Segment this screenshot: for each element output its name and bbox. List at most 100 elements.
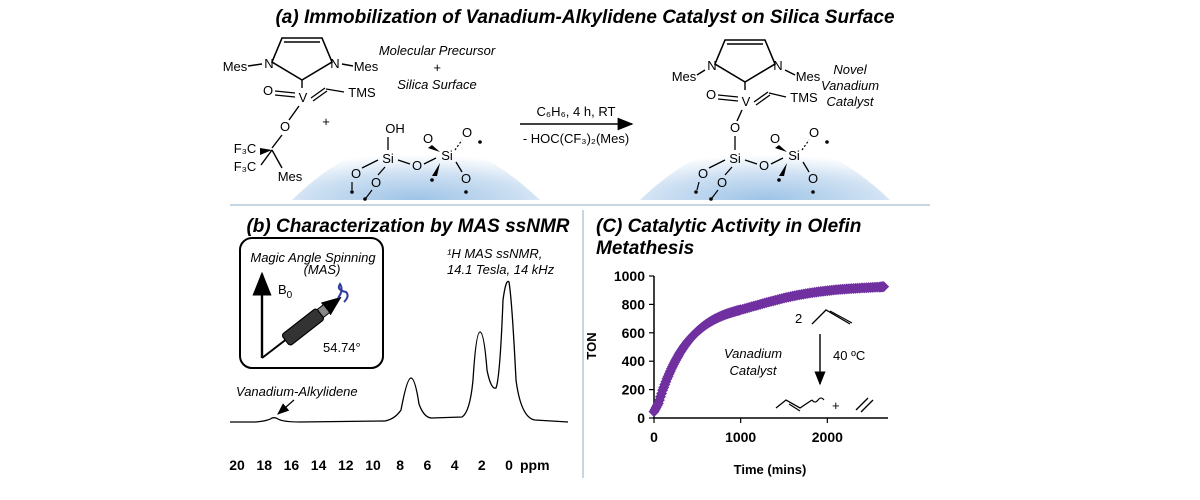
mes-left-label: Mes [223,59,248,74]
si-left-1: Si [382,151,394,166]
bond-n-mes-right [341,63,354,67]
nmr-tick-label: 12 [338,457,354,473]
bond-n-mes-right-right [784,69,796,76]
bond-si-bridge-r2 [770,157,784,165]
cf3-label-1: F₃C [234,141,257,156]
bond-si-o-2 [377,166,386,176]
bond-c-mes [271,149,283,169]
x-tick-label: 1000 [725,429,756,445]
mes-right-label-right: Mes [796,69,821,84]
bond-alkylidene-tms [325,88,345,93]
b0-label: B0 [278,282,293,301]
nhc-ring [270,37,334,81]
alkylidene-peak-arrow [277,399,295,415]
panel-c: (C) Catalytic Activity in Olefin Metathe… [584,216,890,477]
nmr-tick-label: 20 [229,457,245,473]
nmr-label-line1: ¹H MAS ssNMR, [447,246,542,261]
reactant-coefficient: 2 [795,311,802,326]
bond-si-o-r5 [802,161,810,173]
x-tick-label: 0 [650,429,658,445]
o-bridge-1: O [412,158,422,173]
si-right-1: Si [729,151,741,166]
o-left-4: O [462,125,472,140]
o-left-5: O [461,171,471,186]
o-left-1: O [351,166,361,181]
atom-v-right: V [742,94,751,109]
butene-icon [775,399,813,409]
silica-dome-right [640,140,890,200]
nmr-axis-unit: ppm [520,457,550,473]
si-left-2: Si [441,148,453,163]
metathesis-reaction-scheme: 2 40 ºC Vanadium Catalyst + [724,309,874,413]
y-tick-label: 1000 [614,268,645,284]
bond-mes-n-left [247,63,263,67]
bond-v-alkylidene-2 [312,90,328,102]
bond-si-bridge-r1 [744,159,758,165]
bond-o-c [271,134,283,149]
atom-n-left-right: N [707,58,716,73]
surface-dot-5 [464,190,468,194]
precursor-label-line1: Molecular Precursor [379,43,496,58]
product-plus-sign: + [832,398,840,413]
surface-dot-3 [430,178,434,182]
nmr-tick-label: 0 [505,457,513,473]
y-tick-label: 0 [637,410,645,426]
spin-icon [337,282,349,303]
catalyst-label-line1: Vanadium [724,346,782,361]
o-bridge-right: O [759,158,769,173]
bond-v-osurf [736,109,743,122]
atom-alkoxide-o: O [280,119,290,134]
atom-v: V [299,90,308,105]
bond-v-alkylidene-right-2 [755,94,771,106]
bond-si-bridge-2 [423,157,437,165]
bond-si-bridge-1 [397,159,411,165]
bond-c-cf3-2 [260,149,273,166]
panel-b: (b) Characterization by MAS ssNMR Magic … [229,216,570,473]
o-left-2: O [371,175,381,190]
magic-angle-label: 54.74° [323,340,361,355]
o-right-4: O [809,125,819,140]
nmr-tick-label: 16 [284,457,300,473]
tms-label: TMS [348,85,376,100]
surface-dot-r5 [811,190,815,194]
o-right-5: O [808,171,818,186]
panel-a: (a) Immobilization of Vanadium-Alkyliden… [223,7,895,201]
panel-b-title: (b) Characterization by MAS ssNMR [246,216,569,237]
o-right-2: O [717,175,727,190]
ethylene-second-bond [860,399,874,413]
nmr-tick-label: 10 [365,457,381,473]
atom-n-right-right: N [773,58,782,73]
product-label-line2: Vanadium [821,78,879,93]
butene-wavy-bond [811,397,825,403]
nmr-tick-label: 4 [451,457,459,473]
propene-icon [811,309,851,325]
si-right-2: Si [788,148,800,163]
wedge-si-o-top-right [775,145,787,152]
atom-n-right: N [330,56,339,71]
mes-right-label: Mes [354,59,379,74]
atom-oxo: O [263,83,273,98]
x-axis-label: Time (mins) [734,462,807,477]
catalyst-label-line2: Catalyst [730,363,778,378]
nmr-tick-label: 18 [256,457,272,473]
nmr-tick-label: 2 [478,457,486,473]
condition-line1: C₆H₆, 4 h, RT [537,104,616,119]
y-tick-label: 400 [622,353,646,369]
condition-line2: - HOC(CF₃)₂(Mes) [523,131,629,146]
ton-data-series [648,281,890,418]
cf3-label-2: F₃C [234,159,257,174]
wedge-cf3-1 [260,148,272,155]
nmr-spectrum-trace [230,280,569,423]
surface-dot-1 [350,190,354,194]
bond-v-oxo-right-2 [717,98,739,102]
nmr-tick-label: 14 [311,457,327,473]
nmr-tick-label: 6 [424,457,432,473]
bond-si-o-5 [455,161,463,173]
bond-o-end-r1 [696,181,700,191]
wedge-si-o-top [428,145,440,152]
atom-osurf: O [730,120,740,135]
precursor-label-line2: Silica Surface [397,77,476,92]
